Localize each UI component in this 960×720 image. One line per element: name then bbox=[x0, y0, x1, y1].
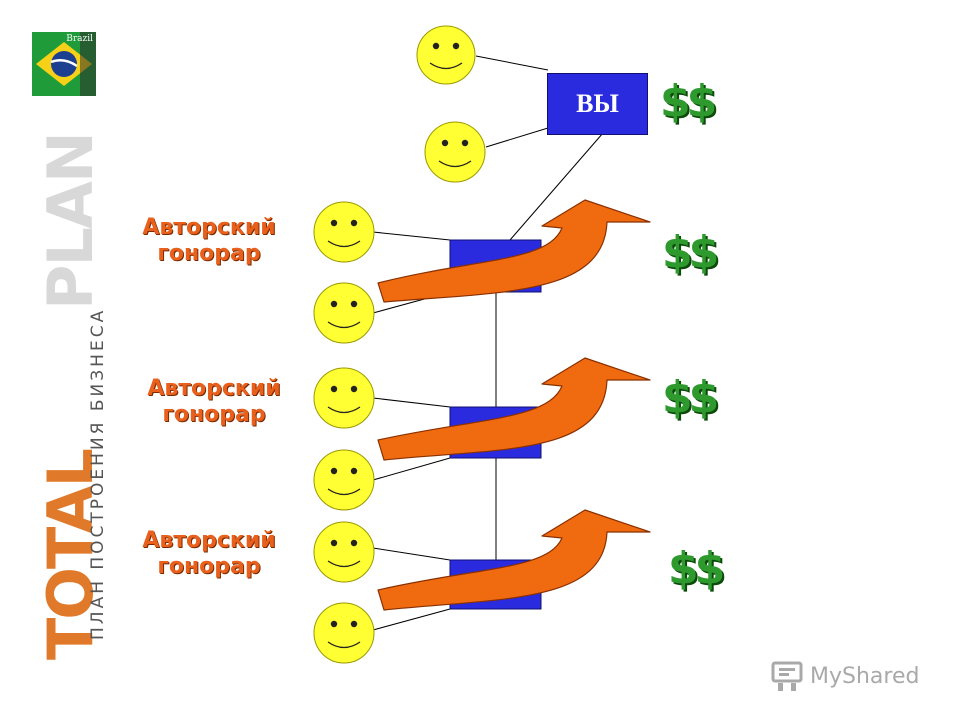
tier-label-line1: Авторский bbox=[147, 376, 281, 401]
curved-arrow-icon bbox=[377, 509, 651, 611]
smiley-face-icon bbox=[313, 521, 375, 583]
smiley-face-icon bbox=[313, 201, 375, 263]
smiley-face-icon bbox=[313, 367, 375, 429]
connector-lines bbox=[372, 55, 604, 631]
flag-label: Brazil bbox=[66, 34, 93, 44]
curved-arrow-icon bbox=[377, 357, 651, 461]
presentation-board-icon bbox=[771, 661, 803, 691]
tier-label-line2: гонорар bbox=[157, 241, 261, 266]
tier-label-line1: Авторский bbox=[142, 528, 276, 553]
tier-label-line2: гонорар bbox=[157, 554, 261, 579]
tier-label-line2: гонорар bbox=[162, 402, 266, 427]
tier-label-1: Авторский гонорар bbox=[124, 215, 294, 267]
tier-label-2: Авторский гонорар bbox=[129, 376, 299, 428]
smiley-face-icon bbox=[313, 602, 375, 664]
brazil-flag-logo: Brazil bbox=[32, 32, 96, 96]
myshared-watermark: MyShared bbox=[770, 658, 919, 694]
tier-label-3: Авторский гонорар bbox=[124, 528, 294, 580]
dollar-sign-icon: $$ bbox=[660, 76, 717, 127]
tier-label-line1: Авторский bbox=[142, 215, 276, 240]
dollar-sign-icon: $$ bbox=[662, 227, 719, 278]
smiley-face-icon bbox=[313, 449, 375, 511]
dollar-sign-icon: $$ bbox=[668, 543, 725, 594]
smiley-face-icon bbox=[416, 25, 476, 85]
curved-arrow-icon bbox=[377, 199, 651, 303]
watermark-text: MyShared bbox=[810, 663, 920, 689]
smiley-face-icon bbox=[313, 282, 375, 344]
flag-graphic bbox=[32, 32, 96, 96]
smiley-face-icon bbox=[424, 121, 486, 183]
dollar-sign-icon: $$ bbox=[662, 372, 719, 423]
you-box: ВЫ bbox=[547, 73, 648, 135]
